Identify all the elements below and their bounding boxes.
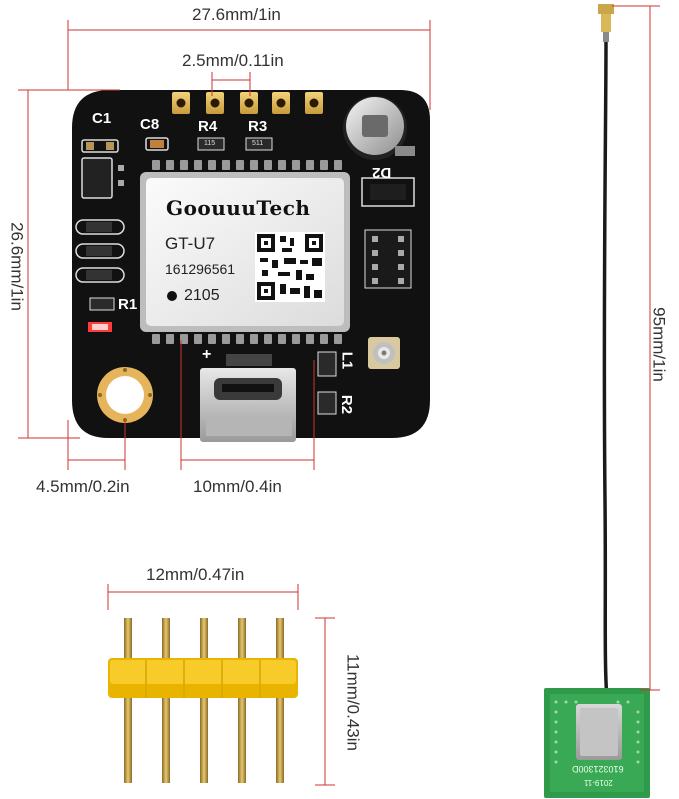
header-pins [124,618,284,783]
dim-header-width: 12mm/0.47in [146,565,245,584]
date-code-label: 2105 [184,287,220,304]
lower-right-components [317,351,337,415]
micro-usb-port [200,354,296,442]
dim-antenna-length: 95mm/1in [649,307,669,382]
dim-header-height: 11mm/0.43in [343,653,363,751]
dim-module-width: 27.6mm/1in [192,5,281,24]
dim-usb-width: 10mm/0.4in [193,477,282,496]
model-label: GT-U7 [165,234,216,253]
silk-plus: + [202,346,212,363]
top-pin-pads [172,92,323,114]
brand-label: GoouuuTech [166,196,311,220]
serial-label: 161296561 [165,261,236,277]
ipex-connector [368,337,400,369]
gps-shield-can [140,172,350,332]
module-pins [152,160,342,344]
silk-r3-value: 511 [252,140,264,147]
silk-r3: R3 [248,118,268,135]
dim-module-height: 26.6mm/1in [7,222,27,311]
silk-c8: C8 [140,116,160,133]
silk-r4-value: 115 [204,140,216,147]
header-plastic [108,658,298,698]
dim-hole-offset: 4.5mm/0.2in [36,477,130,496]
dim-pin-pitch: 2.5mm/0.11in [182,51,284,70]
left-components [75,139,125,332]
silk-r4: R4 [198,118,218,135]
right-components [361,177,415,289]
silk-c1: C1 [92,110,112,127]
qr-code [255,232,325,302]
top-resistors [145,137,273,151]
backup-battery [343,96,415,160]
silk-r1: R1 [118,296,138,313]
